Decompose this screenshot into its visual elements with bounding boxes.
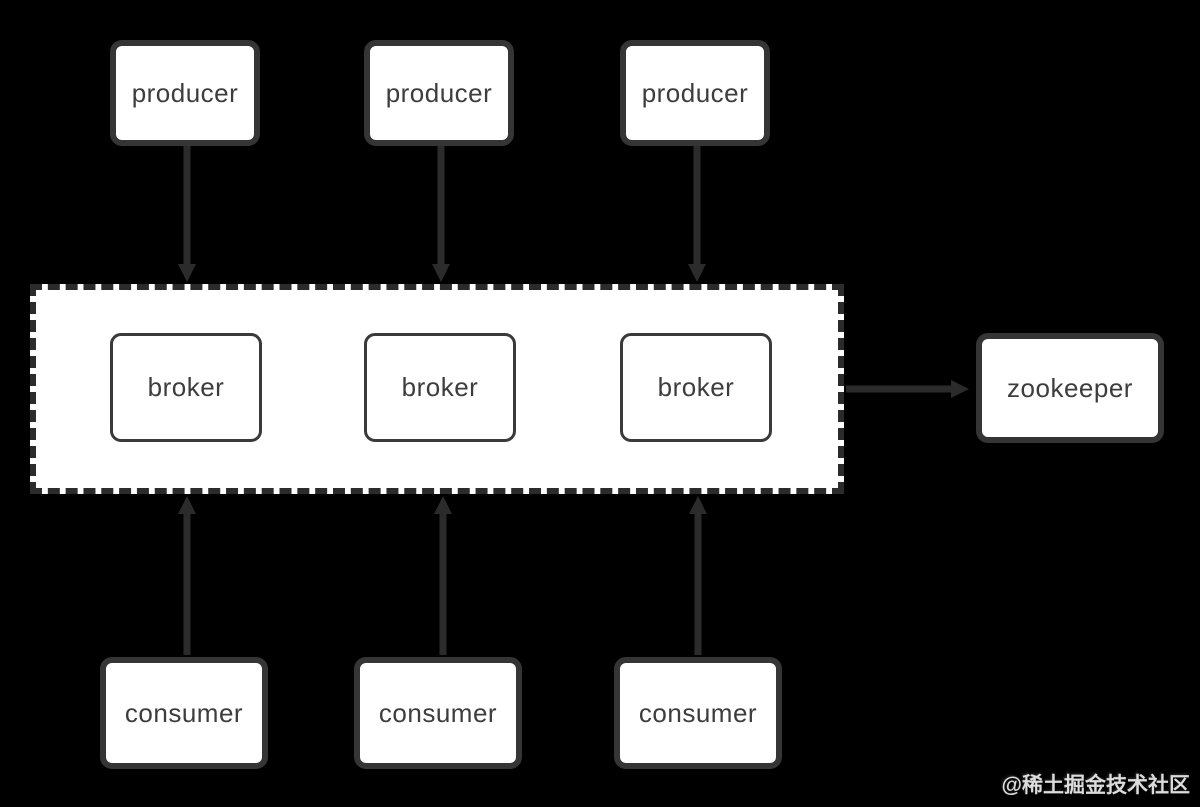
consumer-node-3: consumer bbox=[614, 657, 782, 769]
producer-node-1-label: producer bbox=[131, 77, 239, 108]
broker-node-2-label: broker bbox=[401, 372, 479, 402]
watermark: @稀土掘金技术社区 bbox=[1001, 774, 1190, 797]
consumer-node-3-label: consumer bbox=[638, 697, 758, 728]
zookeeper-node-label: zookeeper bbox=[1007, 372, 1133, 403]
producer-node-3: producer bbox=[620, 40, 770, 146]
broker-node-2: broker bbox=[364, 333, 516, 442]
producer-node-3-label: producer bbox=[641, 77, 749, 108]
producer-node-1: producer bbox=[110, 40, 260, 146]
producer-node-2-label: producer bbox=[385, 77, 493, 108]
consumer-node-2: consumer bbox=[354, 657, 522, 769]
consumer-node-2-label: consumer bbox=[378, 697, 498, 728]
zookeeper-node: zookeeper bbox=[976, 333, 1164, 443]
producer-node-2: producer bbox=[364, 40, 514, 146]
broker-node-3: broker bbox=[620, 333, 772, 442]
broker-node-3-label: broker bbox=[657, 372, 735, 402]
consumer-node-1: consumer bbox=[100, 657, 268, 769]
consumer-node-1-label: consumer bbox=[124, 697, 244, 728]
broker-node-1-label: broker bbox=[147, 372, 225, 402]
broker-node-1: broker bbox=[110, 333, 262, 442]
